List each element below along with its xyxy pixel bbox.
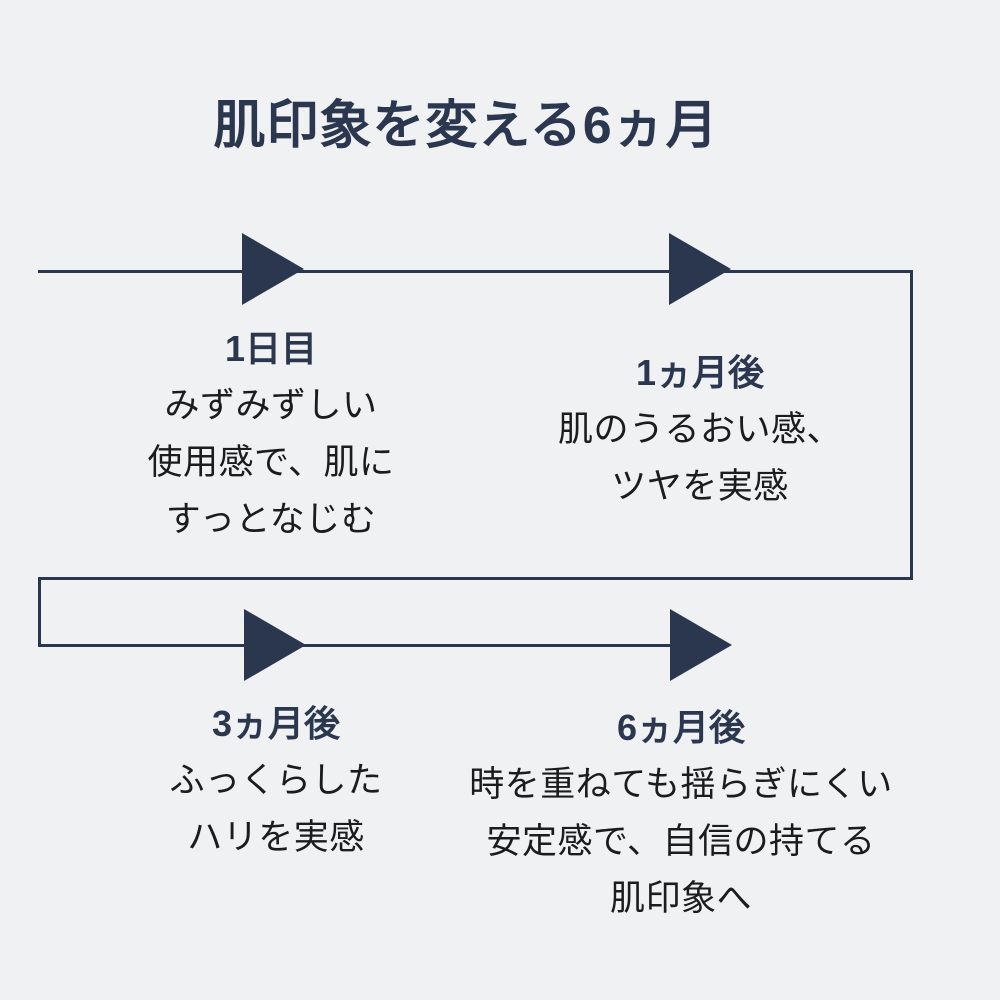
timeline-connector-left bbox=[38, 577, 41, 647]
arrow-right-icon-month3 bbox=[244, 609, 306, 681]
milestone-month1-text-line1: 肌のうるおい感、 bbox=[557, 410, 842, 449]
milestone-month3-text-line1: ふっくらした bbox=[169, 761, 383, 800]
milestone-day1: 1日目 みずみずしい 使用感で、肌に すっとなじむ bbox=[111, 327, 431, 548]
milestone-day1-label: 1日目 bbox=[224, 328, 318, 369]
milestone-month1: 1ヵ月後 肌のうるおい感、 ツヤを実感 bbox=[540, 351, 860, 515]
timeline-line-row1 bbox=[38, 270, 913, 273]
arrow-right-icon-month6 bbox=[670, 609, 732, 681]
milestone-month1-label: 1ヵ月後 bbox=[635, 352, 765, 393]
arrow-right-icon-month1 bbox=[669, 233, 731, 305]
milestone-day1-text-line3: すっとなじむ bbox=[165, 500, 377, 539]
milestone-month1-text-line2: ツヤを実感 bbox=[611, 467, 789, 506]
arrow-right-icon-day1 bbox=[242, 233, 304, 305]
milestone-month3-label: 3ヵ月後 bbox=[211, 703, 341, 744]
page-title: 肌印象を変える6ヵ月 bbox=[213, 97, 719, 155]
milestone-day1-text-line1: みずみずしい bbox=[164, 386, 378, 425]
milestone-day1-text-line2: 使用感で、肌に bbox=[147, 443, 395, 482]
milestone-month6-text-line2: 安定感で、自信の持てる bbox=[486, 822, 876, 861]
milestone-month6-label: 6ヵ月後 bbox=[616, 707, 746, 748]
milestone-month3: 3ヵ月後 ふっくらした ハリを実感 bbox=[116, 702, 436, 866]
milestone-month6: 6ヵ月後 時を重ねても揺らぎにくい 安定感で、自信の持てる 肌印象へ bbox=[441, 706, 921, 927]
timeline-line-row2 bbox=[38, 644, 674, 647]
milestone-month6-text-line3: 肌印象へ bbox=[609, 879, 752, 918]
milestone-month3-text-line2: ハリを実感 bbox=[187, 818, 365, 857]
timeline-connector-right bbox=[910, 270, 913, 580]
milestone-month6-text-line1: 時を重ねても揺らぎにくい bbox=[469, 765, 893, 804]
timeline-connector-middle bbox=[38, 577, 913, 580]
